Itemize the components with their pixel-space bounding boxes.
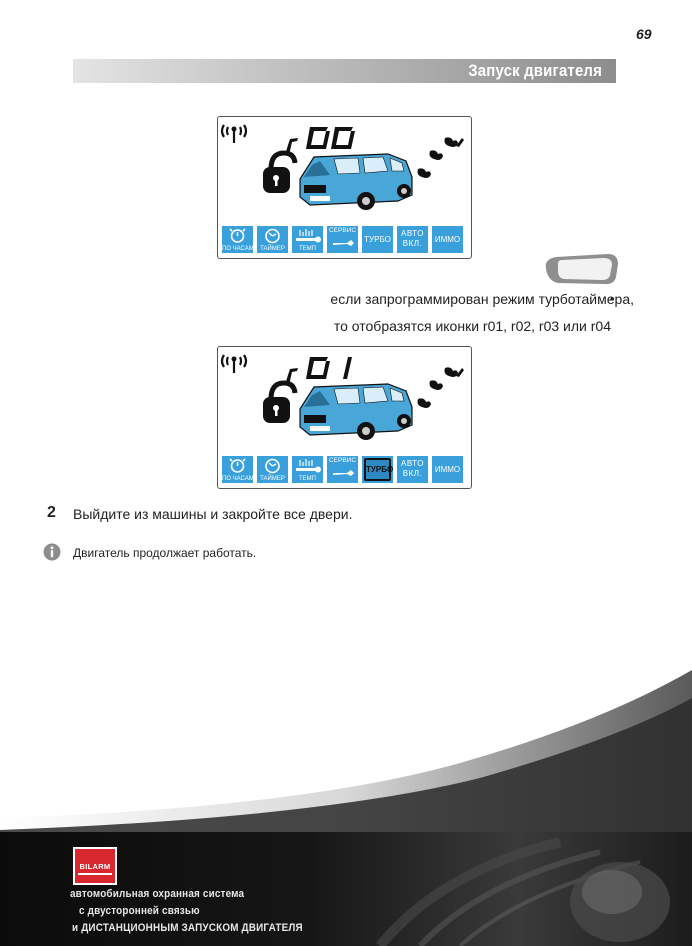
turbo-label: ТУРБО — [364, 458, 393, 481]
immo-label: ИММО — [434, 465, 461, 474]
lcd-icon-row: ПО ЧАСАМ ТАЙМЕР ТЕМП СЕРВИС ТУРБО АВТО В… — [222, 226, 468, 254]
timer-icon: ТАЙМЕР — [257, 226, 288, 253]
service-wrench-icon: СЕРВИС — [327, 226, 358, 253]
display-code-segments — [285, 127, 355, 155]
auto-on-icon: АВТО ВКЛ. — [397, 456, 428, 483]
antenna-icon — [220, 354, 248, 373]
bullet-marker: • — [610, 291, 615, 306]
tagline-line-2: с двусторонней связью — [79, 905, 200, 917]
turbo-icon: ТУРБО — [362, 226, 393, 253]
lcd-scene — [220, 124, 464, 210]
car-icon — [299, 153, 413, 210]
immo-label: ИММО — [434, 235, 461, 244]
turbo-note-line-1: если запрограммирован режим турботаймера… — [330, 291, 634, 307]
temp-label: ТЕМП — [299, 476, 316, 482]
info-note: Двигатель продолжает работать. — [73, 546, 257, 560]
service-wrench-icon: СЕРВИС — [327, 456, 358, 483]
turbo-icon-highlighted: ТУРБО — [362, 456, 393, 483]
auto-on-icon: АВТО ВКЛ. — [397, 226, 428, 253]
temperature-icon: ТЕМП — [292, 456, 323, 483]
footer-graphic — [376, 837, 670, 946]
footer-banner: BILARM автомобильная охранная система с … — [0, 832, 692, 946]
info-icon — [43, 543, 61, 561]
immo-icon: ИММО — [432, 226, 463, 253]
footer-swoosh — [0, 670, 692, 838]
auto-label: АВТО — [401, 459, 424, 468]
exhaust-smoke-icon — [417, 137, 464, 178]
temp-label: ТЕМП — [299, 246, 316, 252]
hourly-start-icon: ПО ЧАСАМ — [222, 226, 254, 253]
logo-underline — [78, 873, 112, 875]
page-number: 69 — [636, 26, 652, 42]
key-fob-icon — [545, 254, 618, 285]
auto-on-label: ВКЛ. — [402, 469, 423, 478]
timer-label: ТАЙМЕР — [260, 246, 285, 252]
tagline-line-1: автомобильная охранная система — [70, 888, 245, 900]
step-instruction: Выйдите из машины и закройте все двери. — [73, 506, 353, 522]
lcd-screen-r00: ПО ЧАСАМ ТАЙМЕР ТЕМП СЕРВИС ТУРБО АВТО В… — [217, 116, 472, 259]
lock-icon — [263, 150, 298, 193]
brand-logo: BILARM — [73, 847, 117, 885]
timer-icon: ТАЙМЕР — [257, 456, 288, 483]
auto-on-label: ВКЛ. — [402, 239, 423, 248]
exhaust-smoke-icon — [417, 367, 464, 408]
hourly-label: ПО ЧАСАМ — [222, 246, 254, 252]
lock-icon — [263, 380, 298, 423]
display-code-segments — [285, 357, 352, 385]
section-header-bar: Запуск двигателя — [73, 59, 616, 83]
tagline-line-3: и ДИСТАНЦИОННЫМ ЗАПУСКОМ ДВИГАТЕЛЯ — [72, 922, 303, 934]
car-icon — [299, 383, 413, 440]
logo-text: BILARM — [79, 862, 111, 871]
service-label: СЕРВИС — [328, 457, 357, 464]
turbo-note-line-2: то отобразятся иконки r01, r02, r03 или … — [333, 318, 611, 334]
section-title: Запуск двигателя — [468, 61, 602, 80]
temperature-icon: ТЕМП — [292, 226, 323, 253]
lcd-icon-row: ПО ЧАСАМ ТАЙМЕР ТЕМП СЕРВИС ТУРБО АВТО В… — [222, 456, 468, 484]
step-number: 2 — [47, 504, 56, 521]
hourly-label: ПО ЧАСАМ — [222, 476, 254, 482]
immo-icon: ИММО — [432, 456, 463, 483]
timer-label: ТАЙМЕР — [260, 476, 285, 482]
lcd-screen-r01: ПО ЧАСАМ ТАЙМЕР ТЕМП СЕРВИС ТУРБО АВТО В… — [217, 346, 472, 489]
hourly-start-icon: ПО ЧАСАМ — [222, 456, 254, 483]
lcd-scene — [220, 354, 464, 440]
turbo-label: ТУРБО — [364, 235, 391, 244]
service-label: СЕРВИС — [328, 227, 357, 234]
auto-label: АВТО — [401, 229, 424, 238]
